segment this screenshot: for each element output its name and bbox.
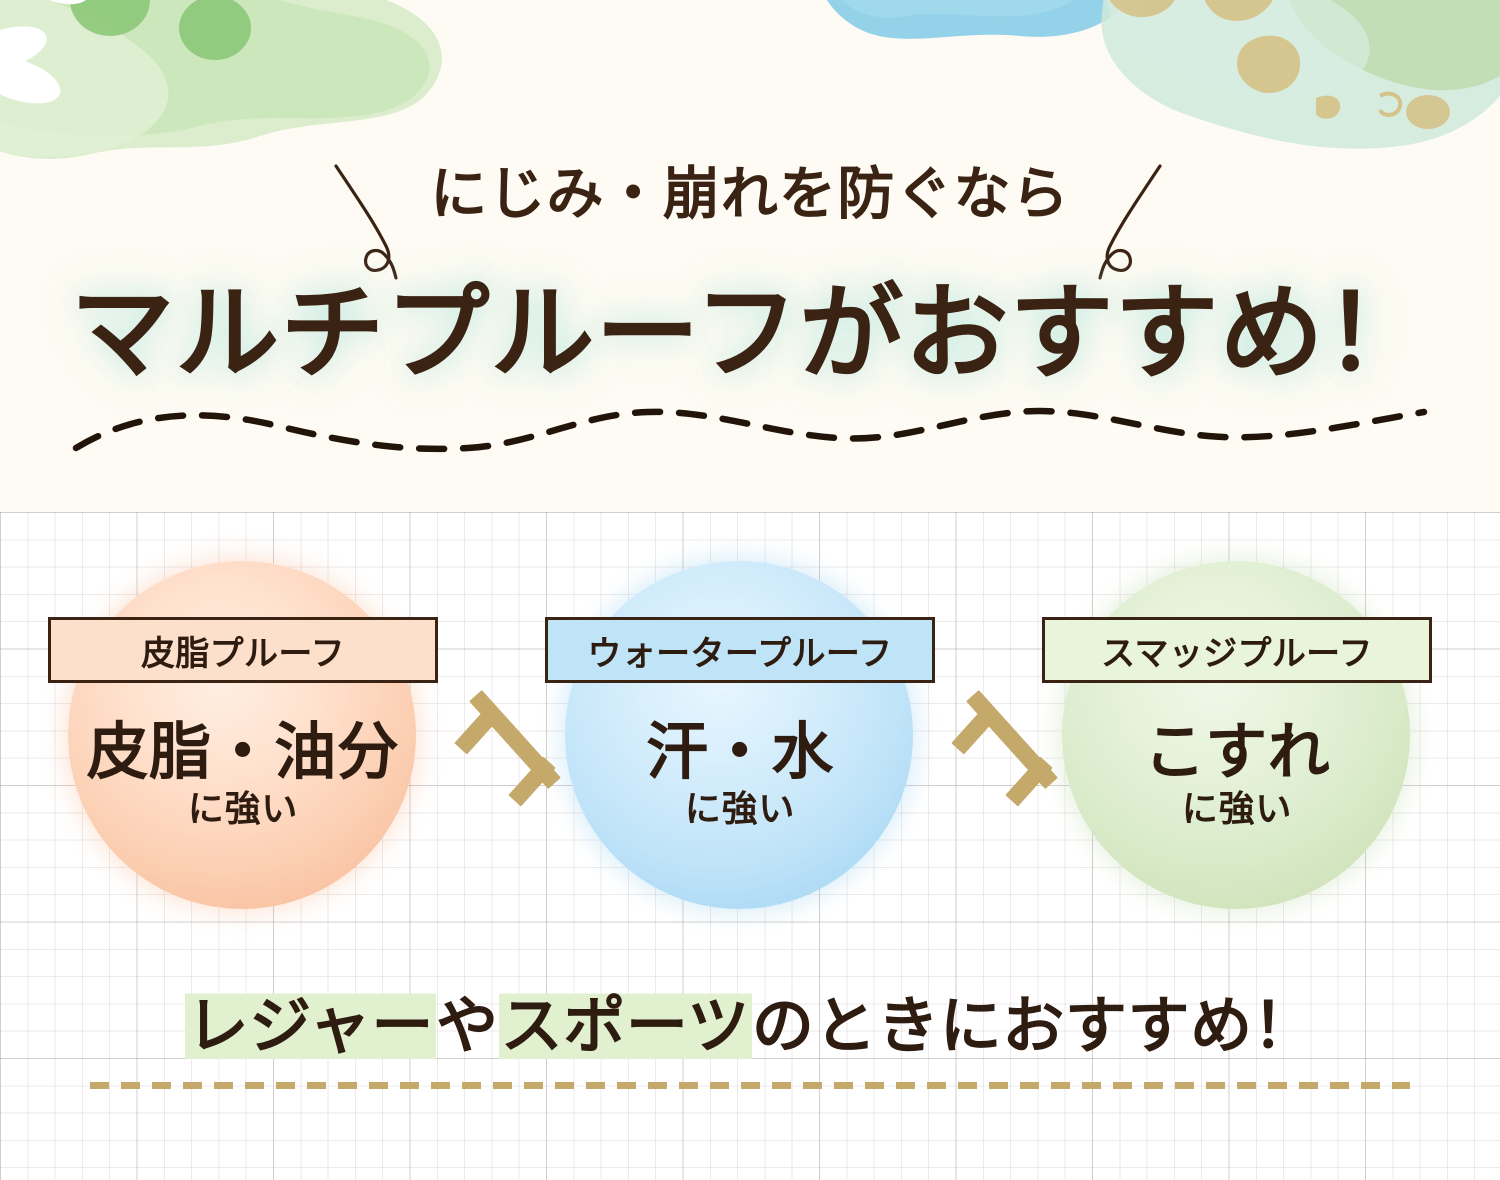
dashed-divider-bottom bbox=[90, 1082, 1410, 1089]
circle-sub-text-sebum: に強い bbox=[187, 789, 299, 831]
watercolor-blue-top bbox=[826, 0, 1127, 39]
badge-water-proof: ウォータープルーフ bbox=[534, 617, 952, 696]
header-band: にじみ・崩れを防ぐなら マルチプルーフがおすすめ！ bbox=[0, 0, 1500, 512]
footer-recommendation: レジャーやスポーツのときにおすすめ！ bbox=[0, 975, 1500, 1065]
circle-sub-text-water: に強い bbox=[684, 789, 796, 831]
proof-card-water: ウォータープルーフ 汗・水 に強い bbox=[534, 512, 952, 932]
footer-tail: のときにおすすめ！ bbox=[751, 989, 1316, 1062]
badge-sebum-proof: 皮脂プルーフ bbox=[37, 617, 455, 696]
circle-sub-text-smudge: に強い bbox=[1181, 789, 1293, 831]
proof-cards: 皮脂プルーフ 皮脂・油分 に強い ウォータープルーフ 汗・水 に強い bbox=[0, 512, 1500, 942]
badge-water-label: ウォータープルーフ bbox=[587, 633, 893, 674]
footer-highlight-sports: スポーツ bbox=[498, 989, 752, 1062]
wavy-divider bbox=[72, 407, 1428, 453]
circle-main-text-water: 汗・水 bbox=[646, 715, 834, 788]
footer-highlight-leisure: レジャー bbox=[184, 989, 436, 1062]
x-multiply-icon-2 bbox=[951, 689, 1058, 815]
badge-sebum-label: 皮脂プルーフ bbox=[141, 633, 345, 674]
proof-card-smudge: スマッジプルーフ こすれ に強い bbox=[1031, 512, 1449, 932]
proof-card-sebum: 皮脂プルーフ 皮脂・油分 に強い bbox=[37, 512, 455, 932]
circle-main-text-smudge: こすれ bbox=[1143, 715, 1331, 788]
badge-smudge-proof: スマッジプルーフ bbox=[1031, 617, 1449, 696]
footer-conjunction: や bbox=[435, 989, 499, 1062]
page-title: マルチプルーフがおすすめ！ bbox=[70, 272, 1430, 394]
circle-text-sebum: 皮脂・油分 に強い bbox=[48, 720, 438, 834]
subtitle: にじみ・崩れを防ぐなら bbox=[430, 161, 1070, 227]
circle-main-text-sebum: 皮脂・油分 bbox=[86, 715, 400, 788]
badge-smudge-label: スマッジプルーフ bbox=[1101, 633, 1373, 674]
x-multiply-icon-1 bbox=[454, 689, 561, 815]
circle-text-smudge: こすれ に強い bbox=[1042, 720, 1432, 834]
circle-text-water: 汗・水 に強い bbox=[545, 720, 935, 834]
